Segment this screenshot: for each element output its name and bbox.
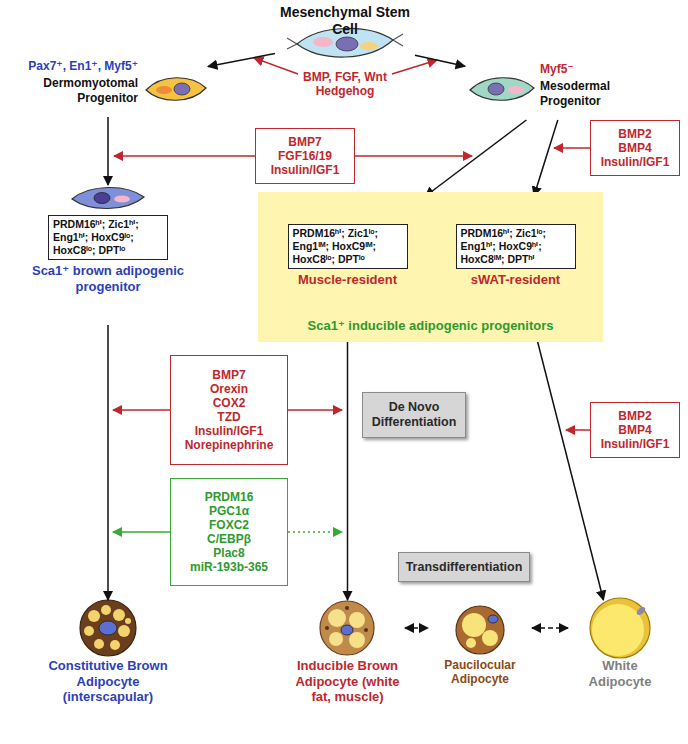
factor-box: BMP7 Orexin COX2 TZD Insulin/IGF1 Norepi…: [170, 355, 288, 465]
cell-label: Dermomyotomal Progenitor: [10, 76, 138, 105]
progenitor-cell: Myf5⁻ Mesodermal Progenitor: [465, 58, 670, 120]
adipocyte: White Adipocyte: [568, 600, 672, 730]
connector-arrow: [532, 627, 568, 629]
progenitor-drawing: [72, 187, 144, 208]
progenitor-drawing: [146, 78, 206, 101]
factor-list: BMP2 BMP4 Insulin/IGF1: [595, 127, 675, 169]
connector-arrow: [425, 120, 526, 197]
marker-list: PRDM16ʰⁱ; Zic1ˡᵒ; Eng1ᴵᴹ; HoxC9ᴵᴹ; HoxC8…: [288, 224, 408, 269]
adipocyte: Inducible Brown Adipocyte (white fat, mu…: [290, 600, 405, 730]
progenitor-cell: PRDM16ʰⁱ; Zic1ˡᵒ; Eng1ᴵᴹ; HoxC9ᴵᴹ; HoxC8…: [270, 196, 425, 314]
adipocyte-drawing: [590, 598, 650, 658]
process-box: De Novo Differentiation: [362, 392, 466, 438]
region-band: Sca1⁺ inducible adipogenic progenitors PR…: [258, 192, 603, 342]
cell-label: Muscle-resident: [298, 272, 397, 288]
connector-arrow: [347, 314, 349, 600]
cell-label: sWAT-resident: [471, 272, 560, 288]
cell-label: Inducible Brown Adipocyte (white fat, mu…: [292, 658, 403, 705]
connector-arrow: [415, 55, 465, 66]
region-label: Sca1⁺ inducible adipogenic progenitors: [305, 318, 557, 334]
connector-arrow: [405, 627, 428, 629]
cell-label: Mesodermal Progenitor: [540, 79, 668, 108]
marker-label: Myf5⁻: [540, 62, 574, 76]
connector-arrow: [534, 120, 558, 196]
cell-label: Paucilocular Adipocyte: [430, 658, 530, 687]
cell-label: Mesenchymal Stem Cell: [277, 4, 413, 38]
factor-box: BMP2 BMP4 Insulin/IGF1: [590, 120, 680, 176]
stem-cell: Mesenchymal Stem Cell: [275, 2, 415, 78]
adipocyte-drawing: [320, 601, 374, 655]
cell-label: Sca1⁺ brown adipogenic progenitor: [27, 263, 189, 294]
marker-list: PRDM16ʰⁱ; Zic1ˡᵒ; Eng1ʰⁱ; HoxC9ʰⁱ; HoxC8…: [456, 224, 576, 269]
adipocyte: Constitutive Brown Adipocyte (interscapu…: [33, 600, 183, 730]
process-box: Transdifferentiation: [398, 552, 530, 582]
cell-label: Constitutive Brown Adipocyte (interscapu…: [35, 658, 181, 705]
process-label: Transdifferentiation: [406, 560, 523, 575]
marker-label: Pax7⁺, En1⁺, Myf5⁺: [28, 59, 138, 73]
progenitor-cell: PRDM16ʰⁱ; Zic1ˡᵒ; Eng1ʰⁱ; HoxC9ʰⁱ; HoxC8…: [438, 196, 593, 314]
progenitor-drawing: [470, 78, 534, 101]
factor-box: BMP7 FGF16/19 Insulin/IGF1: [255, 128, 355, 184]
progenitor-cell: PRDM16ʰⁱ; Zic1ʰⁱ; Eng1ʰⁱ; HoxC9ˡᵒ; HoxC8…: [23, 185, 193, 325]
factor-box: PRDM16 PGC1α FOXC2 C/EBPβ Plac8 miR-193b…: [170, 478, 288, 586]
cell-label: White Adipocyte: [570, 658, 670, 689]
marker-list: PRDM16ʰⁱ; Zic1ʰⁱ; Eng1ʰⁱ; HoxC9ˡᵒ; HoxC8…: [48, 215, 168, 260]
adipocyte-drawing: [456, 606, 504, 654]
factor-box: BMP2 BMP4 Insulin/IGF1: [590, 402, 680, 458]
factor-list: BMP7 FGF16/19 Insulin/IGF1: [260, 135, 350, 177]
adipocyte-drawing: [80, 600, 136, 656]
connector-arrow: [107, 117, 109, 185]
connector-arrow: [208, 53, 275, 66]
process-label: De Novo Differentiation: [366, 400, 462, 430]
factor-list: PRDM16 PGC1α FOXC2 C/EBPβ Plac8 miR-193b…: [175, 490, 283, 574]
factor-list: BMP7 Orexin COX2 TZD Insulin/IGF1 Norepi…: [175, 368, 283, 452]
signal-label: BMP, FGF, Wnt Hedgehog: [295, 70, 395, 99]
adipocyte: Paucilocular Adipocyte: [428, 600, 532, 730]
factor-list: BMP2 BMP4 Insulin/IGF1: [595, 409, 675, 451]
connector-arrow: [107, 325, 109, 600]
progenitor-cell: Pax7⁺, En1⁺, Myf5⁺ Dermomyotomal Progenit…: [8, 55, 208, 117]
